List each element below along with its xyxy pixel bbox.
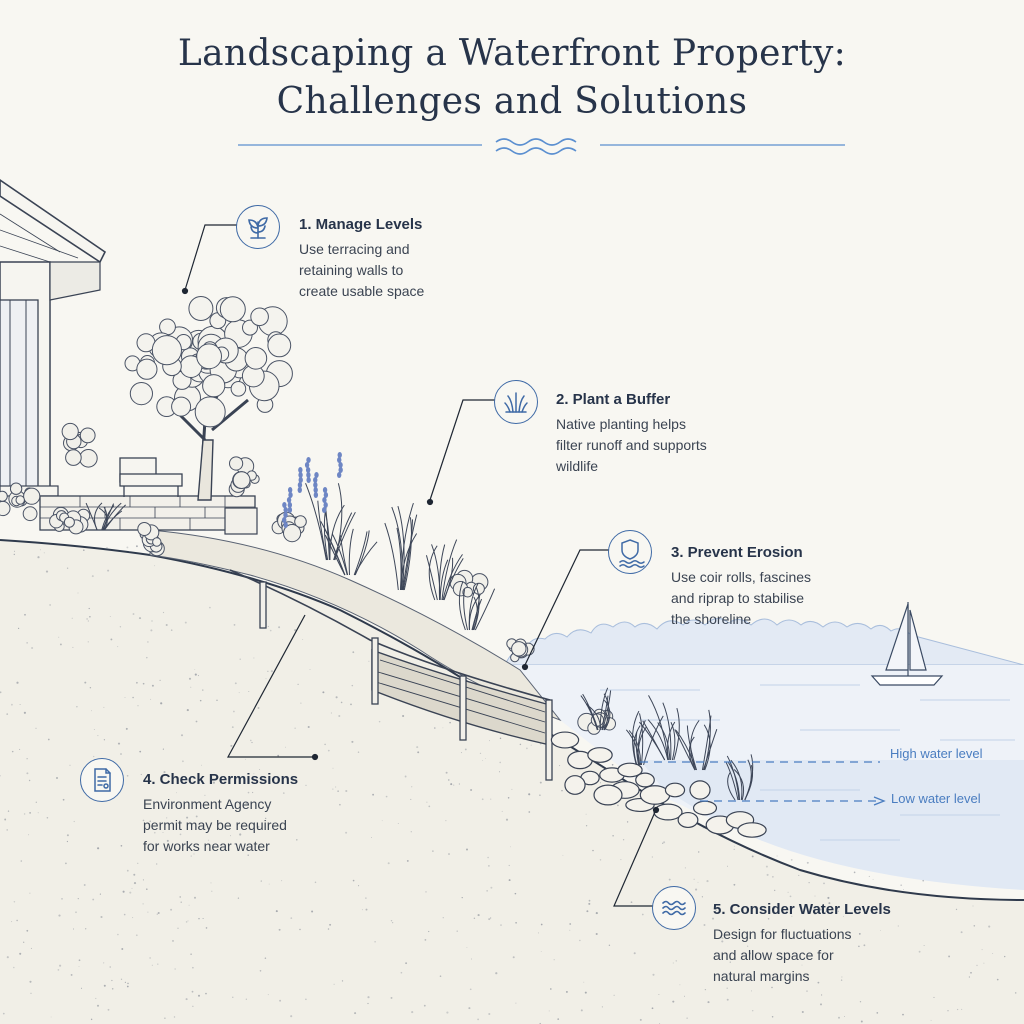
- callout-4-title: 4. Check Permissions: [143, 771, 299, 788]
- plant-sprout-icon: [236, 205, 280, 249]
- callout-3-title: 3. Prevent Erosion: [671, 544, 803, 561]
- low-water-level-label: Low water level: [891, 791, 981, 806]
- document-icon: [80, 758, 124, 802]
- house: [0, 179, 107, 497]
- tree: [124, 296, 293, 501]
- lavender-flowers: [282, 452, 343, 528]
- title-line-2: Challenges and Solutions: [276, 81, 748, 122]
- patio-wall: [39, 495, 258, 535]
- callout-2-title: 2. Plant a Buffer: [556, 391, 671, 408]
- sailboat: [870, 602, 944, 686]
- waves-icon: [652, 886, 696, 930]
- shield-water-icon: [608, 530, 652, 574]
- patio-chair: [119, 457, 183, 497]
- callout-1-title: 1. Manage Levels: [299, 216, 423, 233]
- title-divider: [238, 138, 845, 155]
- grasses-reeds: [85, 483, 754, 801]
- page-title: Landscaping a Waterfront Property: Chall…: [0, 30, 1024, 126]
- grass-reeds-icon: [494, 380, 538, 424]
- water-level-lines: [640, 761, 886, 806]
- riprap-rocks: [550, 731, 767, 838]
- callout-5-title: 5. Consider Water Levels: [713, 901, 891, 918]
- retaining-fence: [229, 569, 553, 781]
- callout-5-desc: Design for fluctuations and allow space …: [713, 926, 852, 984]
- callout-1-desc: Use terracing and retaining walls to cre…: [299, 241, 425, 299]
- callout-3-desc: Use coir rolls, fascines and riprap to s…: [671, 569, 812, 627]
- callout-leaders: [181, 224, 660, 907]
- high-water-level-label: High water level: [890, 746, 983, 761]
- title-line-1: Landscaping a Waterfront Property:: [177, 33, 847, 74]
- callout-2-desc: Native planting helps filter runoff and …: [556, 416, 707, 474]
- callout-4-desc: Environment Agency permit may be require…: [143, 796, 287, 854]
